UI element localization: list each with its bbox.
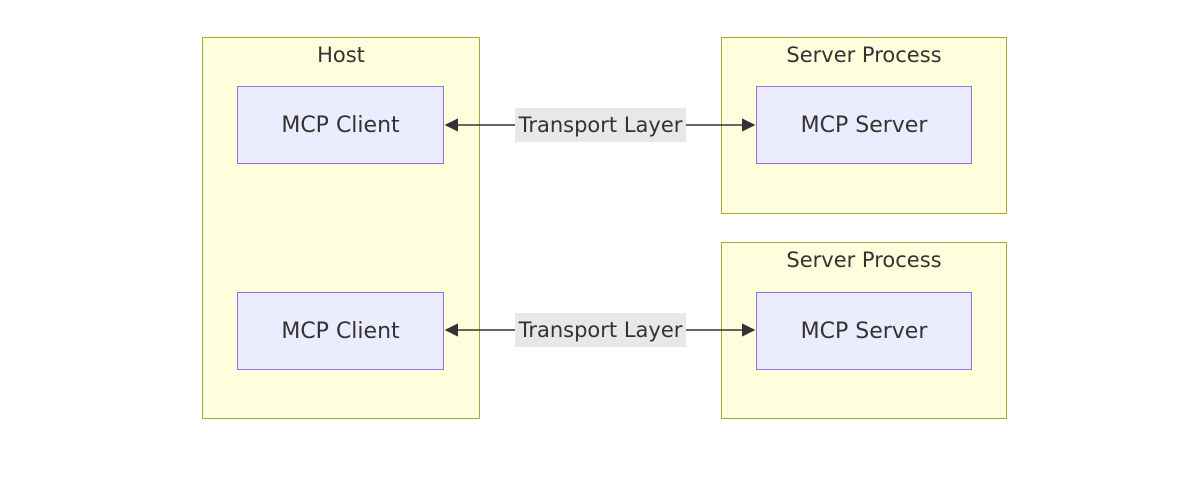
server-process-title-1: Server Process	[786, 43, 942, 67]
mcp-client-node-1[interactable]: MCP Client	[237, 86, 444, 164]
server-process-title-2: Server Process	[786, 248, 942, 272]
transport-layer-label-2: Transport Layer	[515, 313, 686, 347]
host-title: Host	[317, 43, 365, 67]
mcp-server-node-2[interactable]: MCP Server	[756, 292, 972, 370]
mcp-client-label-1: MCP Client	[281, 112, 400, 138]
mcp-client-node-2[interactable]: MCP Client	[237, 292, 444, 370]
mcp-client-label-2: MCP Client	[281, 318, 400, 344]
transport-layer-label-1: Transport Layer	[515, 108, 686, 142]
mcp-server-node-1[interactable]: MCP Server	[756, 86, 972, 164]
mcp-server-label-1: MCP Server	[800, 112, 928, 138]
mcp-server-label-2: MCP Server	[800, 318, 928, 344]
